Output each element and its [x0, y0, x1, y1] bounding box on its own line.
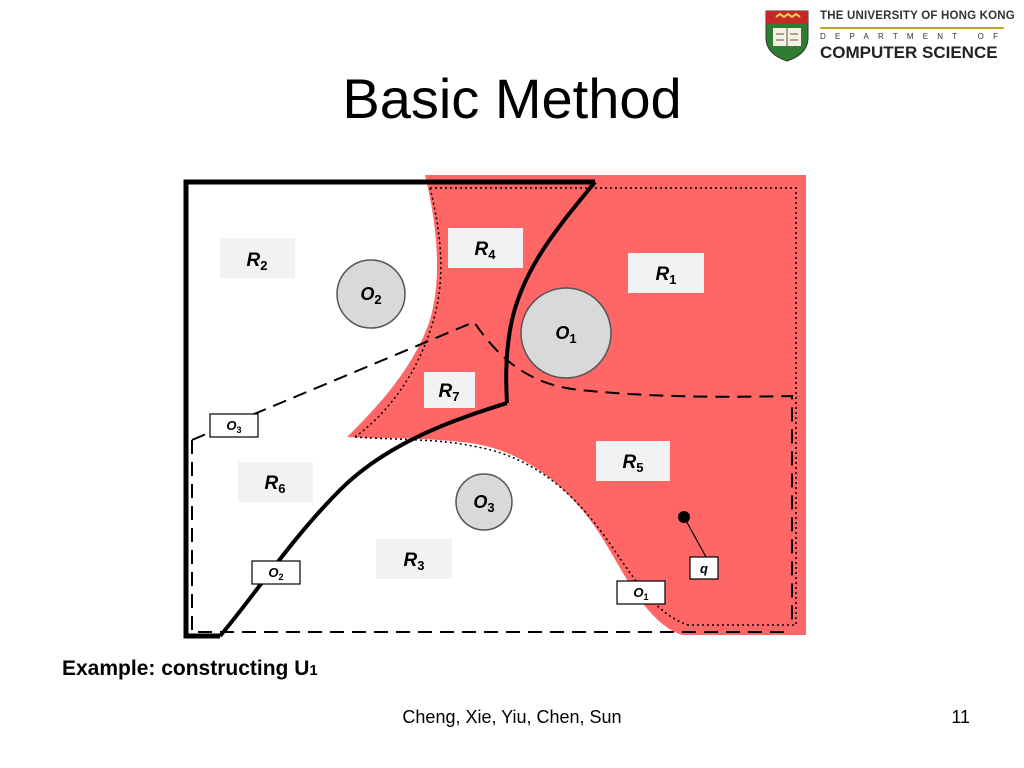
- department-line: DEPARTMENT OF: [820, 32, 1008, 41]
- outer-boundary: [183, 179, 595, 639]
- curve-boundary-o1: [504, 180, 597, 404]
- svg-text:R5: R5: [623, 452, 644, 475]
- crest-icon: [765, 10, 809, 62]
- object-circle-o3: O3: [455, 473, 513, 531]
- svg-text:O3: O3: [226, 418, 241, 435]
- svg-text:O3: O3: [473, 492, 494, 515]
- region-label-r6: R6: [238, 462, 313, 502]
- boundary-tag-o2: O2: [251, 560, 301, 585]
- object-circle-o1: O1: [520, 287, 612, 379]
- region-label-r4: R4: [448, 228, 523, 268]
- university-name: THE UNIVERSITY OF HONG KONG: [820, 10, 1015, 22]
- svg-text:O1: O1: [633, 585, 648, 602]
- page-number: 11: [951, 707, 970, 727]
- svg-text:R2: R2: [247, 250, 268, 273]
- caption-subscript: 1: [309, 662, 318, 679]
- slide-title: Basic Method: [342, 67, 682, 130]
- query-point: q: [678, 511, 719, 580]
- region-label-r3: R3: [376, 539, 452, 579]
- logo-divider: [820, 27, 1004, 29]
- university-logo: THE UNIVERSITY OF HONG KONG DEPARTMENT O…: [762, 8, 1015, 64]
- dotted-boundary-o2: [354, 187, 442, 438]
- svg-text:R6: R6: [265, 473, 286, 496]
- department-name: COMPUTER SCIENCE: [820, 43, 998, 62]
- dotted-outline-right: [430, 187, 797, 626]
- curve-boundary-o2: [218, 401, 508, 638]
- region-label-r7: R7: [424, 372, 475, 408]
- svg-text:R7: R7: [439, 381, 460, 404]
- dashed-bisector-o3: [191, 320, 793, 625]
- footer-authors: Cheng, Xie, Yiu, Chen, Sun: [402, 707, 622, 727]
- svg-text:R4: R4: [475, 239, 497, 262]
- slide-caption: Example: constructing U1: [62, 657, 318, 681]
- object-circle-o2: O2: [336, 259, 406, 329]
- svg-text:O2: O2: [268, 565, 283, 582]
- svg-text:R3: R3: [404, 550, 425, 573]
- svg-text:O2: O2: [360, 284, 381, 307]
- svg-text:R1: R1: [656, 264, 677, 287]
- boundary-tag-o3: O3: [209, 413, 259, 438]
- query-label: q: [700, 561, 708, 576]
- caption-text: Example: constructing U: [62, 657, 310, 680]
- region-label-r5: R5: [596, 441, 670, 481]
- region-label-r2: R2: [220, 238, 295, 278]
- boundary-tag-o1: O1: [616, 580, 666, 605]
- svg-text:O1: O1: [555, 323, 576, 346]
- region-label-r1: R1: [628, 253, 704, 293]
